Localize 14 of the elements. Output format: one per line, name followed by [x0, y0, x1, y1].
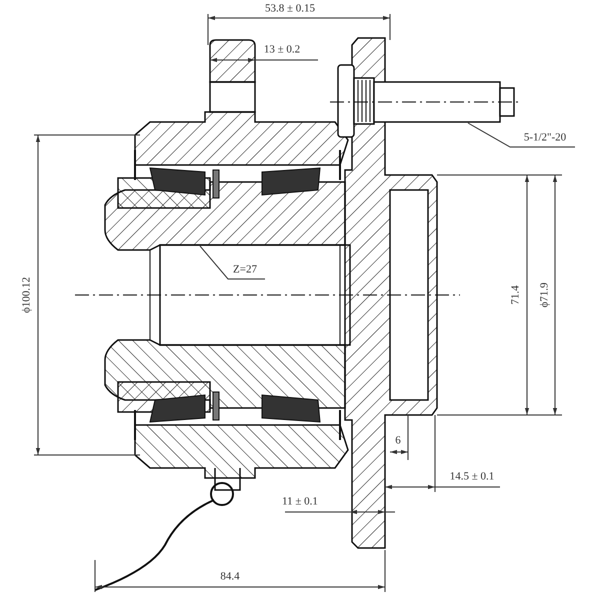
leader-line — [468, 122, 576, 148]
dimension-label: 14.5 ± 0.1 — [448, 472, 496, 482]
wheel-stud — [330, 64, 520, 138]
dimension-label: 71.4 — [510, 284, 522, 306]
dimension-label: 11 ± 0.1 — [281, 496, 319, 508]
dimension-label: 13 ± 0.2 — [262, 44, 302, 56]
dimension-label: 53.8 ± 0.15 — [264, 4, 316, 14]
dimension-label: ϕ100.12 — [22, 276, 32, 314]
dimension-label: 84.4 — [219, 572, 241, 582]
leader-line — [200, 246, 266, 280]
dimension-label: 6 — [394, 436, 402, 446]
callout-label: 5-1/2"-20 — [522, 132, 568, 144]
dimension-label: ϕ71.9 — [540, 281, 550, 309]
callout-label: Z=27 — [232, 264, 258, 276]
